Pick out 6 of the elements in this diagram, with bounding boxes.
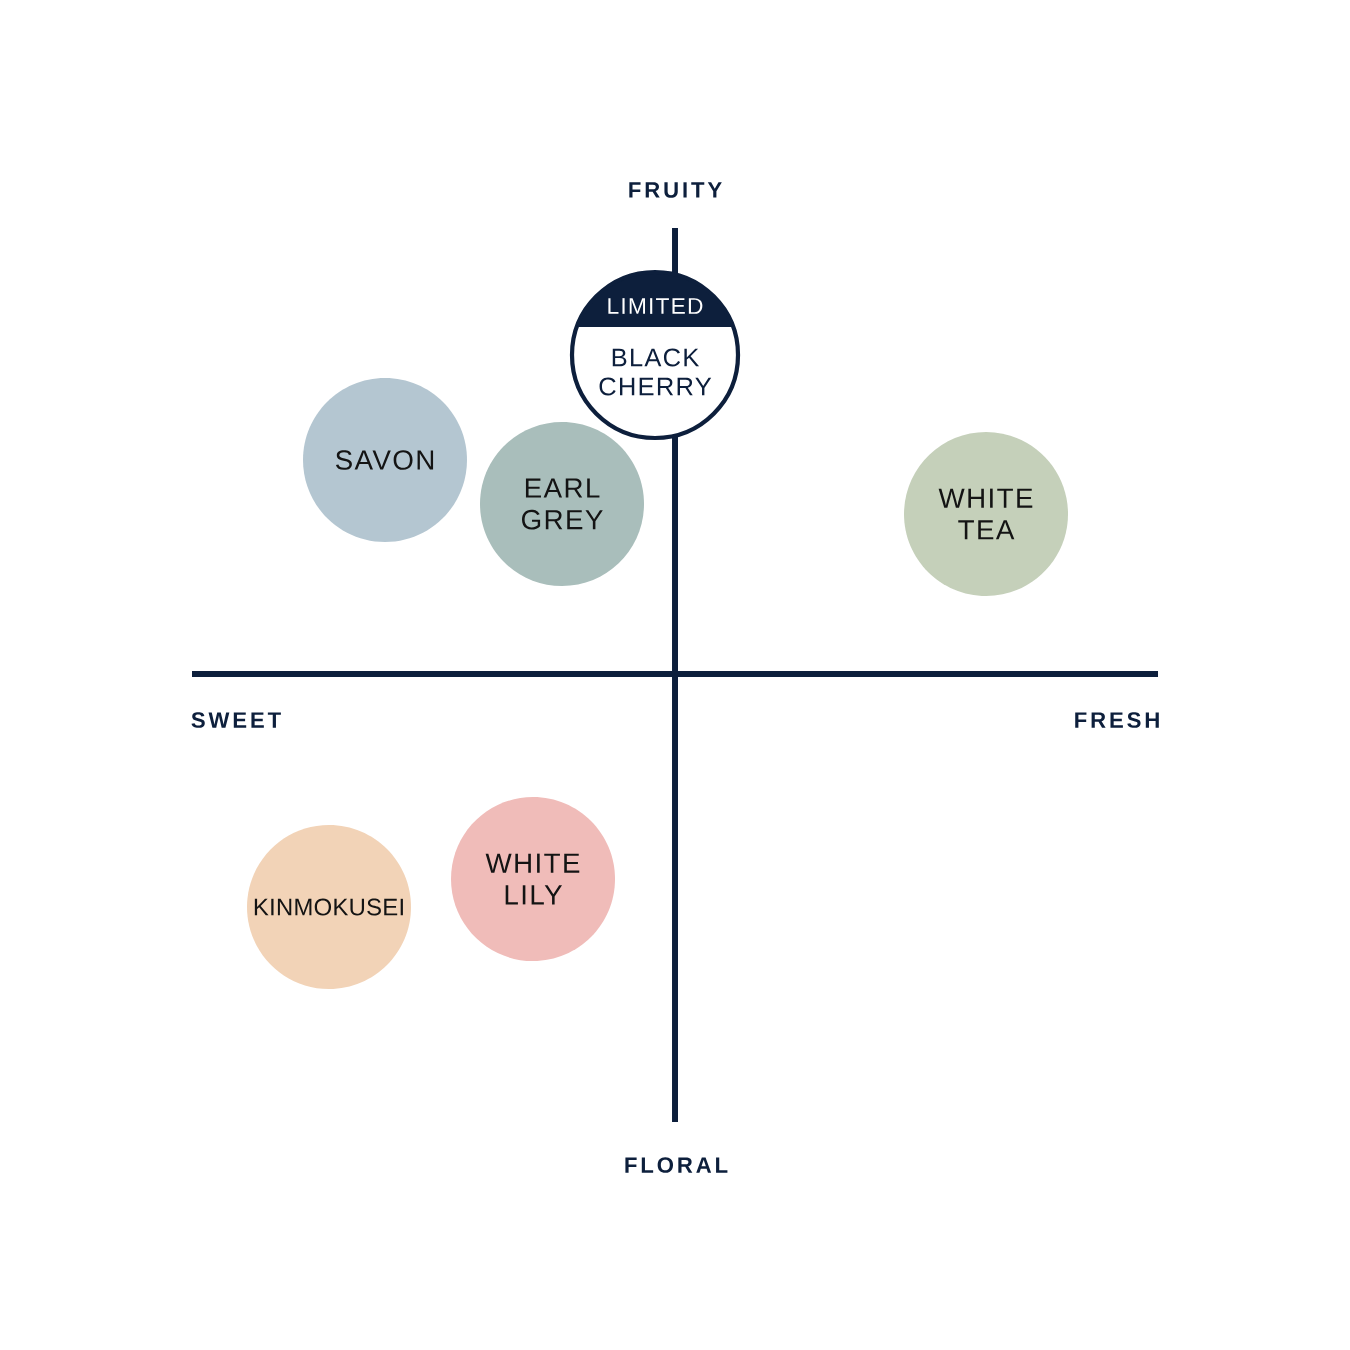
axis-label: FLORAL: [625, 1157, 728, 1173]
node-label: LIMITED: [608, 298, 703, 314]
axis-label: SWEET: [191, 712, 281, 728]
axis-label: FRESH: [1075, 712, 1159, 728]
axis-label: FRUITY: [629, 182, 722, 198]
node-label: BLACK CHERRY: [599, 348, 712, 396]
